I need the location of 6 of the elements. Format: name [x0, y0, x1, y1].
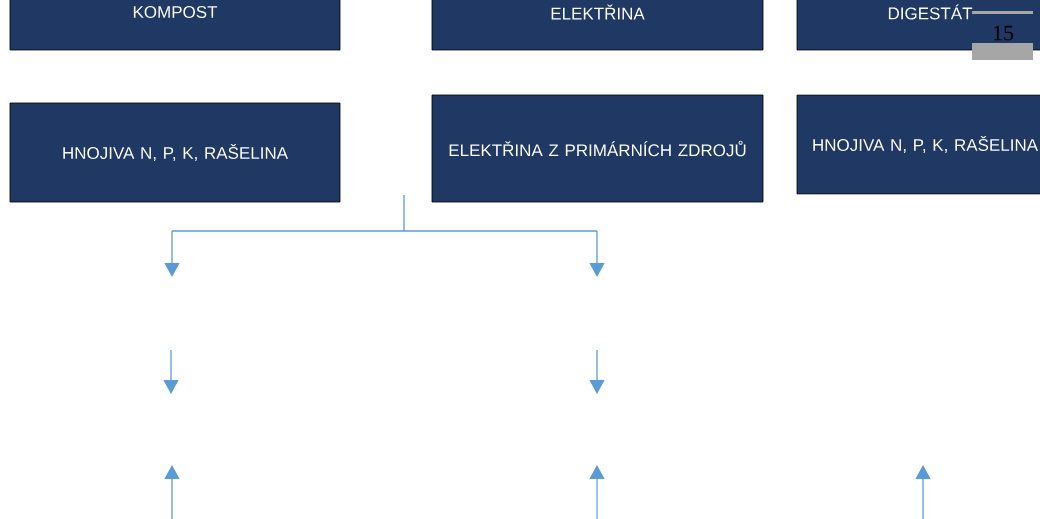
process-box: HNOJIVA N, P, K, RAŠELINA	[9, 102, 341, 203]
process-box: KOMPOST	[9, 0, 341, 51]
page-number: 15	[993, 25, 1014, 41]
process-box: ELEKTŘINA Z PRIMÁRNÍCH ZDROJŮ	[431, 94, 764, 203]
process-box: HNOJIVA N, P, K, RAŠELINA	[796, 94, 1040, 195]
process-box: ELEKTŘINA	[431, 0, 764, 51]
